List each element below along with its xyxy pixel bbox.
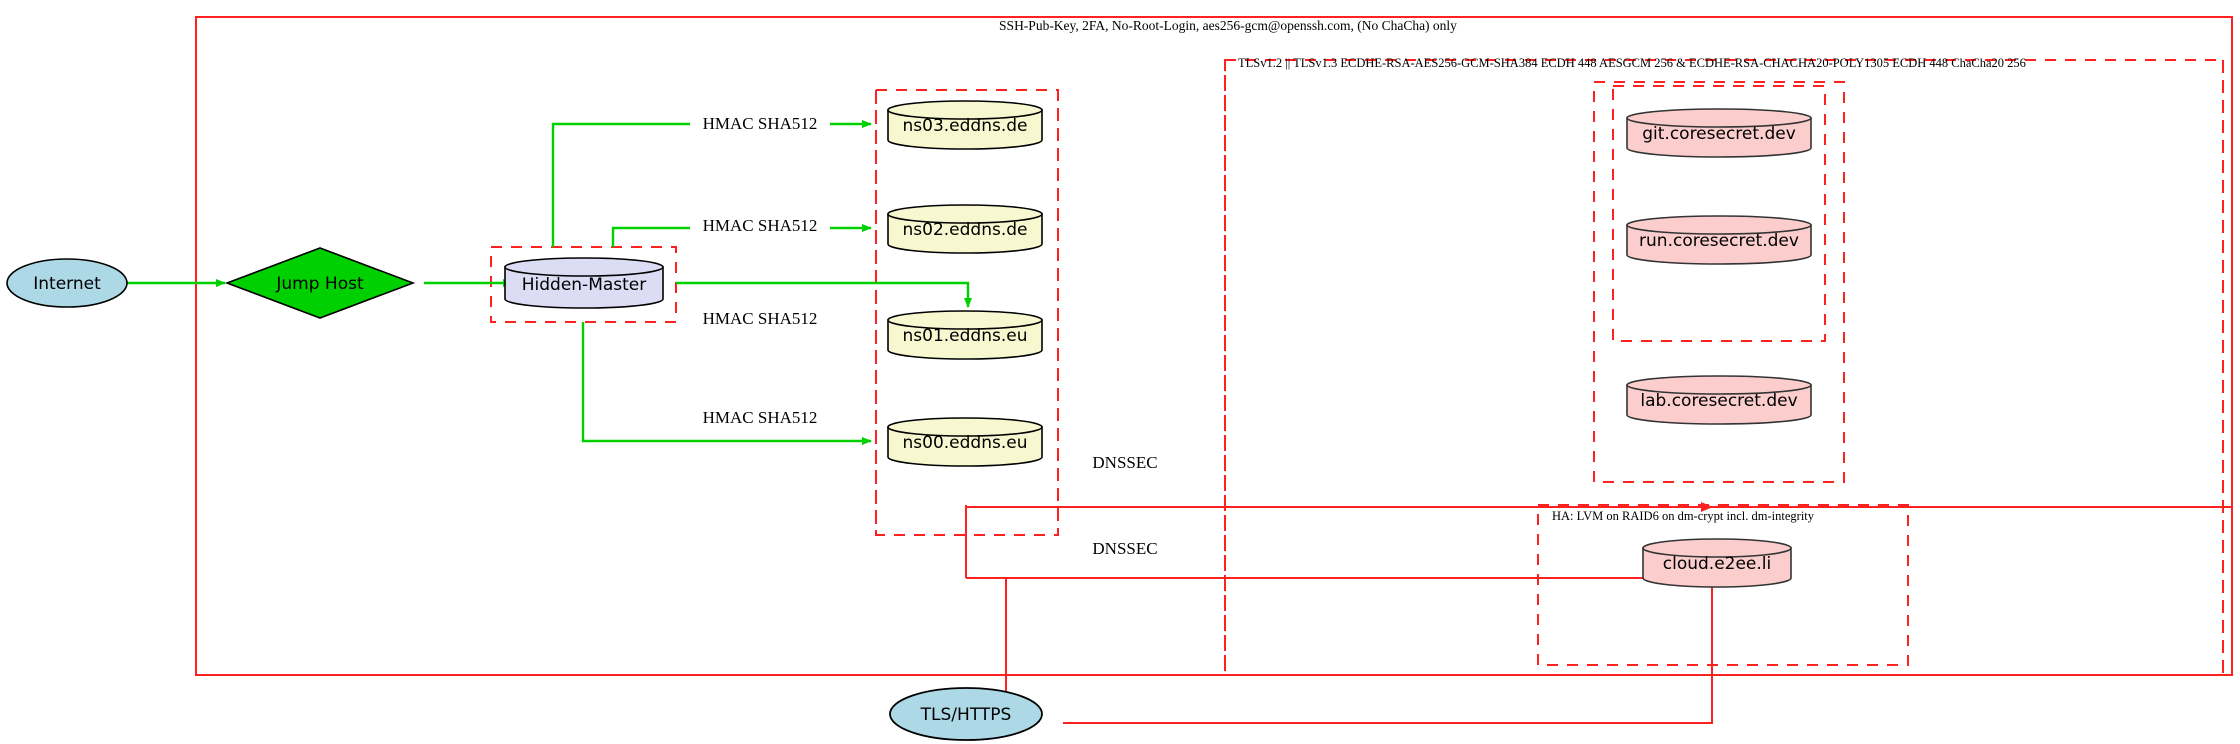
node-cloud-e2ee[interactable]: cloud.e2ee.li (1642, 538, 1792, 588)
node-git-coresecret-label: git.coresecret.dev (1642, 124, 1796, 144)
node-tls-https[interactable]: TLS/HTTPS (889, 687, 1043, 741)
node-jump-host-label: Jump Host (275, 274, 364, 294)
edge-label-hmac-ns00: HMAC SHA512 (703, 408, 818, 427)
node-internet-label: Internet (33, 274, 101, 294)
green-edges (126, 120, 972, 445)
node-ns02[interactable]: ns02.eddns.de (887, 204, 1043, 254)
red-edges (965, 502, 2232, 724)
node-ns03[interactable]: ns03.eddns.de (887, 100, 1043, 150)
ha-cluster-box (1537, 504, 1909, 666)
node-lab-coresecret[interactable]: lab.coresecret.dev (1626, 375, 1812, 425)
ssh-boundary-box (195, 16, 2233, 676)
cluster-overlay-dashes (875, 60, 2224, 676)
edge-label-hmac-ns02: HMAC SHA512 (703, 216, 818, 235)
node-ns01[interactable]: ns01.eddns.eu (887, 310, 1043, 360)
node-ns02-label: ns02.eddns.de (903, 220, 1028, 240)
edge-labels: HMAC SHA512 HMAC SHA512 HMAC SHA512 HMAC… (690, 113, 1170, 560)
node-git-coresecret[interactable]: git.coresecret.dev (1626, 108, 1812, 158)
node-hidden-master-label: Hidden-Master (522, 275, 647, 295)
hidden-master-cluster-box (490, 246, 677, 323)
node-jump-host[interactable]: Jump Host (224, 247, 416, 319)
node-internet[interactable]: Internet (6, 258, 128, 308)
node-ns01-label: ns01.eddns.eu (903, 326, 1028, 346)
ssh-boundary-label: SSH-Pub-Key, 2FA, No-Root-Login, aes256-… (999, 18, 1457, 33)
edge-label-hmac-ns03: HMAC SHA512 (703, 114, 818, 133)
ha-cluster-label: HA: LVM on RAID6 on dm-crypt incl. dm-in… (1552, 509, 1815, 523)
node-tls-https-label: TLS/HTTPS (920, 705, 1012, 725)
tls-cluster-label: TLSv1.2 || TLSv1.3 ECDHE-RSA-AES256-GCM-… (1238, 56, 2026, 70)
node-run-coresecret[interactable]: run.coresecret.dev (1626, 215, 1812, 265)
node-hidden-master[interactable]: Hidden-Master (504, 257, 664, 309)
node-ns00-label: ns00.eddns.eu (903, 433, 1028, 453)
edge-label-hmac-ns01: HMAC SHA512 (703, 309, 818, 328)
node-lab-coresecret-label: lab.coresecret.dev (1640, 391, 1797, 411)
edge-label-dnssec-upper: DNSSEC (1092, 453, 1157, 472)
node-run-coresecret-label: run.coresecret.dev (1639, 231, 1799, 251)
node-ns00[interactable]: ns00.eddns.eu (887, 417, 1043, 467)
node-cloud-e2ee-label: cloud.e2ee.li (1663, 554, 1771, 574)
edge-label-dnssec-lower: DNSSEC (1092, 539, 1157, 558)
node-ns03-label: ns03.eddns.de (903, 116, 1028, 136)
coresecret-cluster-box (1593, 81, 1845, 483)
